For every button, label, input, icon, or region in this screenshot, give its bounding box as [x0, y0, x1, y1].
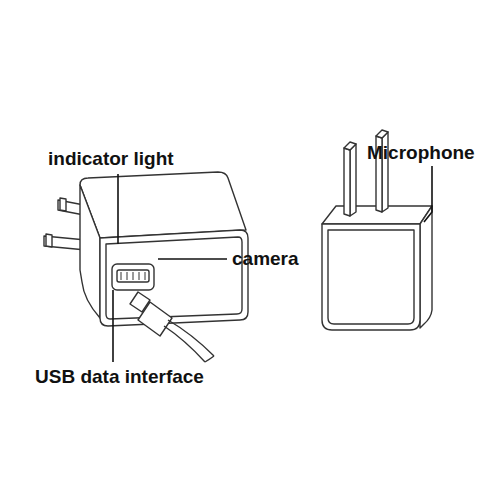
leader-line: [158, 258, 227, 260]
left-charger-body: [80, 172, 248, 326]
usb-cable: [130, 292, 214, 362]
part-label: camera: [232, 248, 299, 270]
part-label: USB data interface: [35, 366, 204, 388]
leader-line: [424, 166, 432, 222]
leader-line: [112, 290, 114, 362]
leader-lines: [113, 166, 432, 362]
part-label: Microphone: [367, 142, 475, 164]
usb-port: [112, 264, 154, 290]
leader-line: [117, 174, 119, 244]
part-label: indicator light: [48, 148, 174, 170]
